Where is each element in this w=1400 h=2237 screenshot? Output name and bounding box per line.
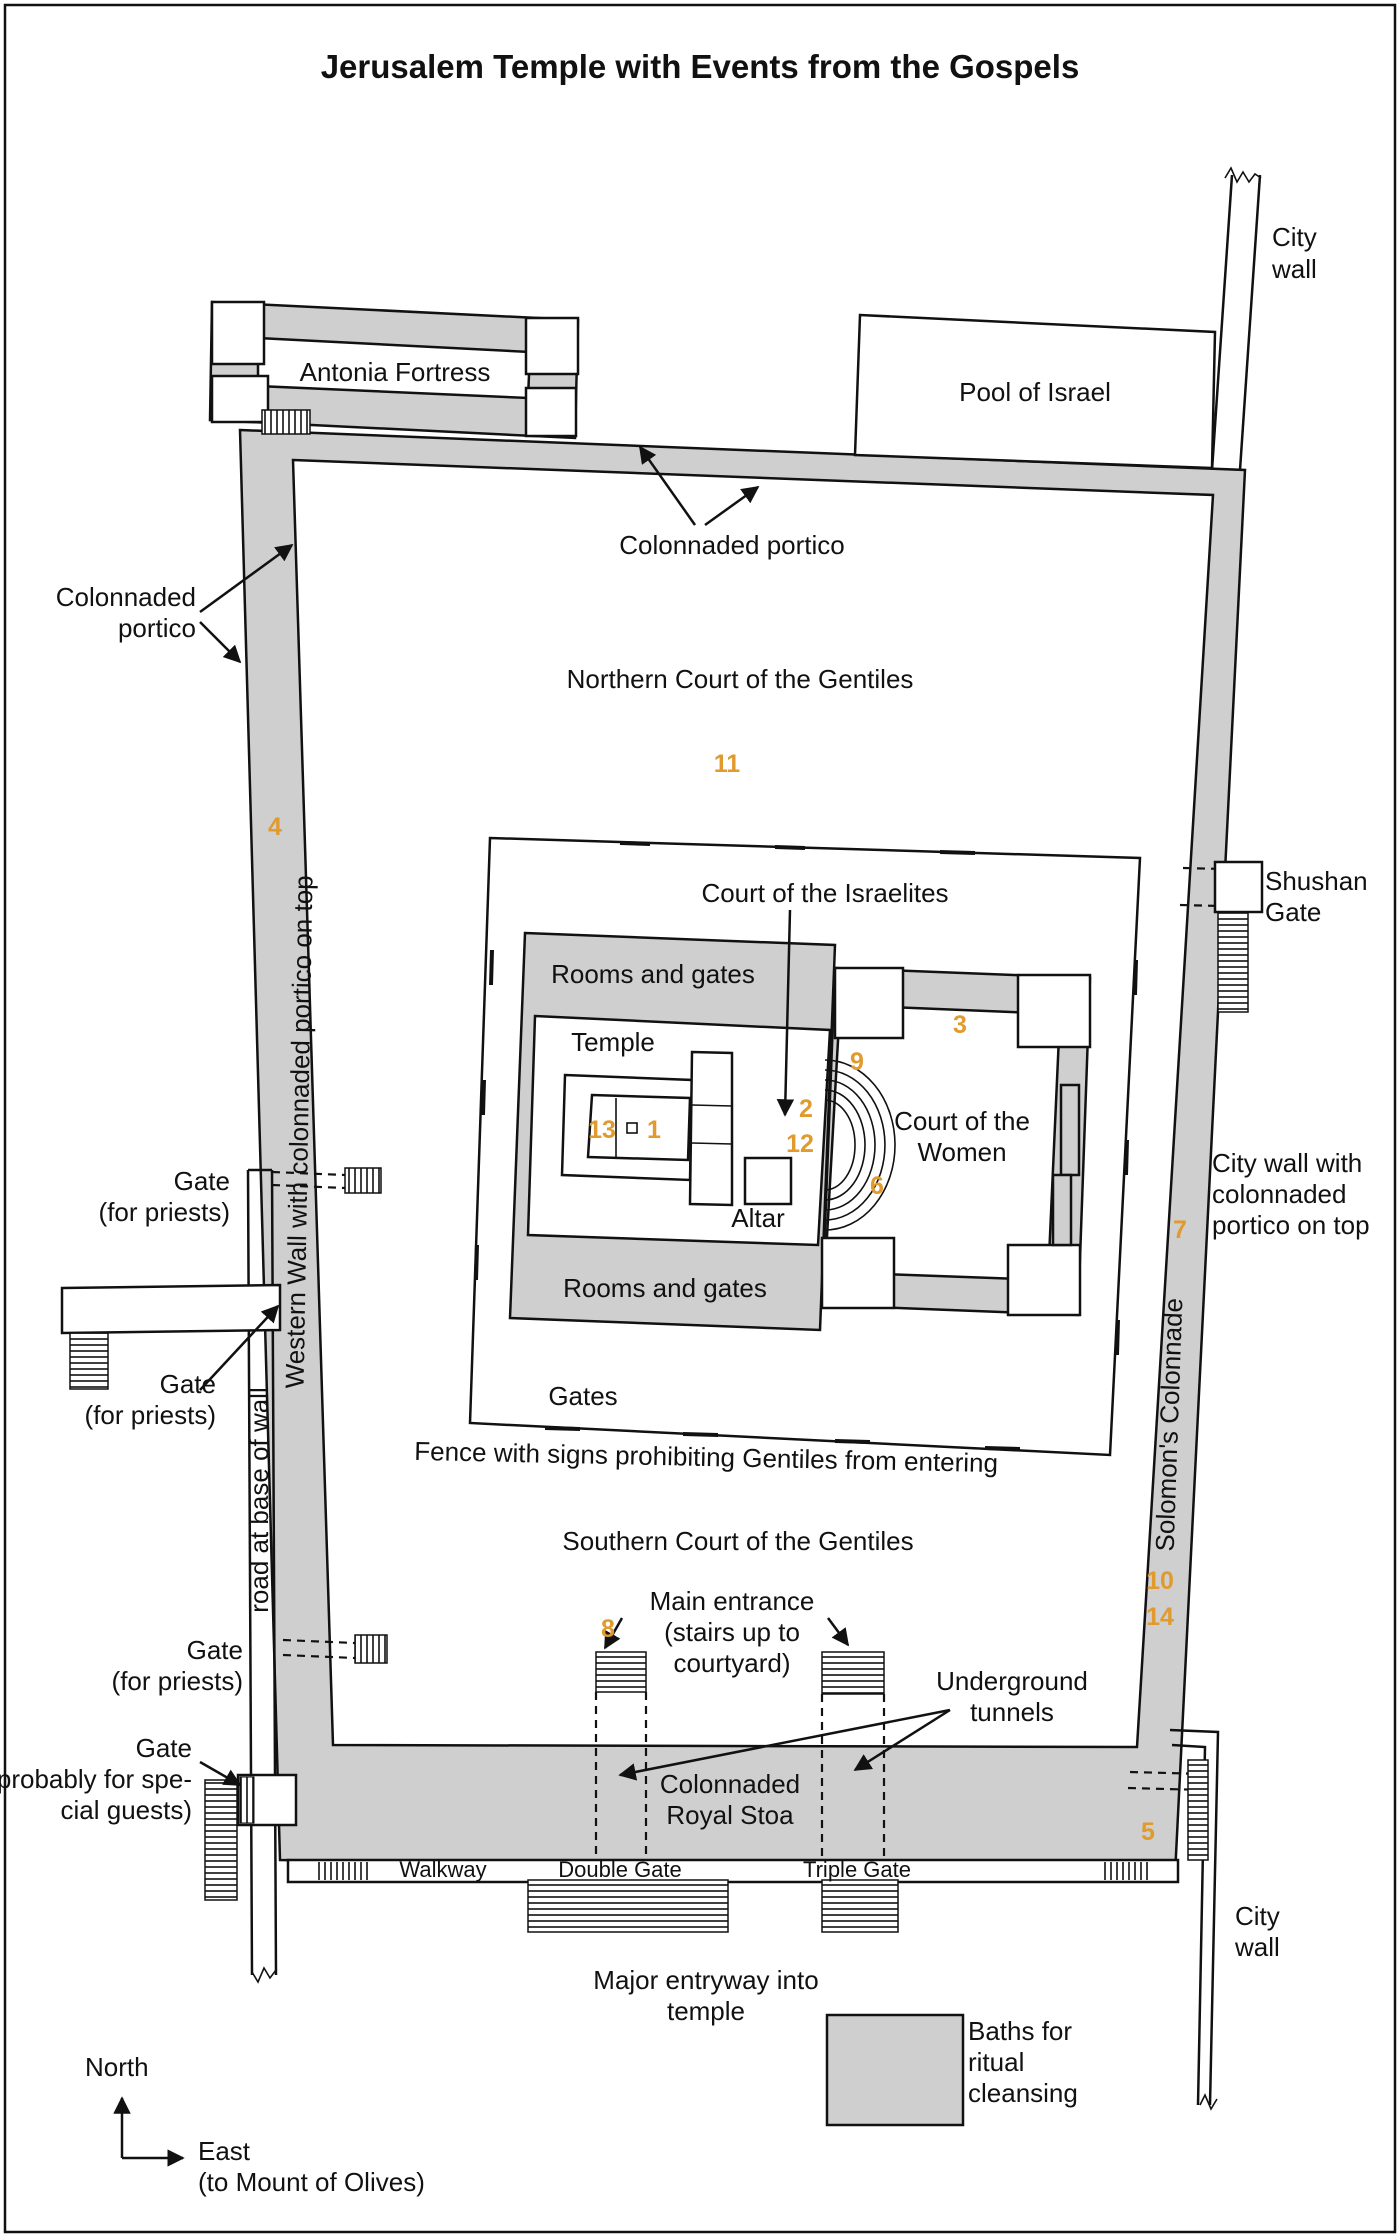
- label-underground-1: Underground: [936, 1666, 1088, 1696]
- label-gate-guests-b: (probably for spe-: [0, 1764, 192, 1794]
- label-city-wall-ne-2: wall: [1271, 254, 1317, 284]
- antonia-fortress: [208, 300, 580, 440]
- pool-of-israel: [853, 313, 1217, 470]
- label-southern-court: Southern Court of the Gentiles: [562, 1526, 913, 1556]
- label-major-entry-1: Major entryway into: [593, 1965, 818, 1995]
- label-walkway: Walkway: [399, 1857, 486, 1882]
- west-gates: [60, 1167, 388, 1984]
- label-gate-priests-1a: Gate: [174, 1166, 230, 1196]
- label-baths-3: cleansing: [968, 2078, 1078, 2108]
- map-title: Jerusalem Temple with Events from the Go…: [321, 48, 1080, 85]
- event-number-10: 10: [1146, 1567, 1174, 1595]
- label-northern-court: Northern Court of the Gentiles: [567, 664, 914, 694]
- label-shushan-1: Shushan: [1265, 866, 1368, 896]
- label-city-wall-se-2: wall: [1234, 1932, 1280, 1962]
- altar: [743, 1156, 793, 1206]
- label-double-gate: Double Gate: [558, 1857, 682, 1882]
- label-gate-priests-3a: Gate: [187, 1635, 243, 1665]
- label-east: East: [198, 2136, 251, 2166]
- label-city-wall-colonnade-2: colonnaded: [1212, 1179, 1346, 1209]
- label-main-entrance-2: (stairs up to: [664, 1617, 800, 1647]
- label-gate-priests-2a: Gate: [160, 1369, 216, 1399]
- label-gate-guests-c: cial guests): [61, 1795, 193, 1825]
- event-number-11: 11: [714, 750, 741, 778]
- court-of-the-women: [820, 966, 1092, 1317]
- event-number-3: 3: [953, 1011, 967, 1039]
- event-number-5: 5: [1141, 1818, 1155, 1846]
- label-court-women-2: Women: [917, 1137, 1006, 1167]
- label-court-of-israelites: Court of the Israelites: [701, 878, 948, 908]
- event-number-13: 13: [588, 1116, 616, 1144]
- event-number-9: 9: [850, 1048, 864, 1076]
- event-number-8: 8: [601, 1615, 615, 1643]
- label-major-entry-2: temple: [667, 1996, 745, 2026]
- compass: [113, 2096, 185, 2167]
- label-north: North: [85, 2052, 149, 2082]
- label-royal-stoa-2: Royal Stoa: [666, 1800, 794, 1830]
- city-wall-south-east: [1127, 1728, 1220, 2111]
- baths-ritual-cleansing: [825, 2013, 965, 2127]
- label-colonnaded-west-1: Colonnaded: [56, 582, 196, 612]
- label-gate-priests-3b: (for priests): [112, 1666, 243, 1696]
- label-city-wall-colonnade-3: portico on top: [1212, 1210, 1370, 1240]
- event-number-1: 1: [647, 1116, 661, 1144]
- label-baths-2: ritual: [968, 2047, 1024, 2077]
- label-altar: Altar: [731, 1203, 785, 1233]
- label-temple: Temple: [571, 1027, 655, 1057]
- map-frame: [3, 3, 1397, 2234]
- label-court-women-1: Court of the: [894, 1106, 1030, 1136]
- temple-building: [560, 1050, 734, 1207]
- label-colonnaded-west-2: portico: [118, 613, 196, 643]
- label-city-wall-ne-1: City: [1272, 222, 1317, 252]
- label-underground-2: tunnels: [970, 1697, 1054, 1727]
- fence-gates: [474, 841, 1138, 1451]
- label-shushan-2: Gate: [1265, 897, 1321, 927]
- south-walkway: [286, 1651, 1180, 1933]
- label-city-wall-colonnade-1: City wall with: [1212, 1148, 1362, 1178]
- label-antonia-fortress: Antonia Fortress: [300, 357, 491, 387]
- label-triple-gate: Triple Gate: [803, 1857, 911, 1882]
- label-city-wall-se-1: City: [1235, 1901, 1280, 1931]
- event-number-4: 4: [268, 813, 282, 841]
- label-baths-1: Baths for: [968, 2016, 1072, 2046]
- label-royal-stoa-1: Colonnaded: [660, 1769, 800, 1799]
- label-east-sub: (to Mount of Olives): [198, 2167, 425, 2197]
- event-number-14: 14: [1146, 1603, 1174, 1631]
- leader-arrows: [199, 445, 951, 1787]
- event-number-12: 12: [786, 1130, 814, 1158]
- event-number-2: 2: [799, 1095, 813, 1123]
- event-number-6: 6: [870, 1172, 884, 1200]
- label-colonnaded-portico-north: Colonnaded portico: [619, 530, 845, 560]
- label-gate-priests-2b: (for priests): [85, 1400, 216, 1430]
- shushan-gate: [1179, 860, 1264, 1013]
- city-wall-north-east: [1210, 166, 1262, 471]
- label-gate-priests-1b: (for priests): [99, 1197, 230, 1227]
- label-rooms-and-gates-bottom: Rooms and gates: [563, 1273, 767, 1303]
- label-main-entrance-3: courtyard): [673, 1648, 790, 1678]
- label-road: road at base of wall: [244, 1387, 274, 1612]
- label-main-entrance-1: Main entrance: [650, 1586, 815, 1616]
- label-rooms-and-gates-top: Rooms and gates: [551, 959, 755, 989]
- event-number-7: 7: [1173, 1216, 1187, 1244]
- label-pool-of-israel: Pool of Israel: [959, 377, 1111, 407]
- label-gates: Gates: [548, 1381, 617, 1411]
- label-gate-guests-a: Gate: [136, 1733, 192, 1763]
